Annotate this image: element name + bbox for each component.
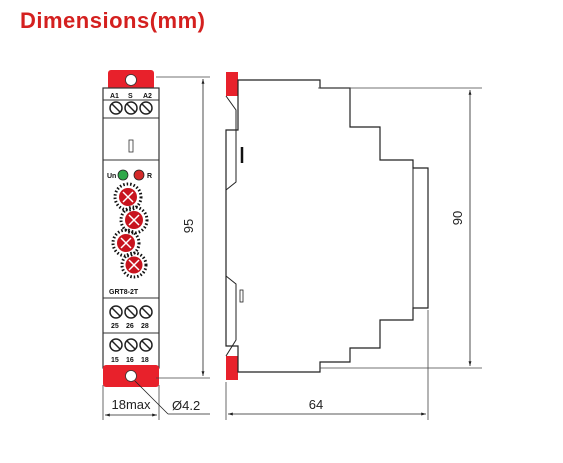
top-mount-hole — [125, 74, 137, 86]
side-top-clip — [226, 72, 238, 96]
knob-2-icon — [119, 205, 149, 235]
knob-1-icon — [113, 182, 143, 212]
terminal-label-a2: A2 — [143, 93, 152, 100]
dim-hole-label: Ø4.2 — [172, 398, 200, 413]
led-un-icon — [117, 169, 129, 181]
dim-hole: Ø4.2 — [134, 380, 210, 415]
dim-width-front: 18max — [102, 385, 160, 420]
terminal-label-16: 16 — [126, 357, 134, 364]
led-label-un: Un — [107, 173, 116, 180]
dim-depth-label: 64 — [309, 397, 323, 412]
led-r-icon — [133, 169, 145, 181]
bottom-mount-hole — [125, 370, 137, 382]
dim-height-side-label: 90 — [450, 211, 465, 225]
terminal-label-28: 28 — [141, 323, 149, 330]
dim-depth: 64 — [225, 310, 429, 420]
dim-width-front-label: 18max — [111, 397, 151, 412]
knob-4-icon — [120, 251, 148, 279]
terminal-label-s: S — [128, 93, 133, 100]
side-bottom-clip — [226, 356, 238, 380]
terminal-label-25: 25 — [111, 323, 119, 330]
side-view — [225, 72, 429, 380]
led-label-r: R — [147, 173, 152, 180]
terminal-label-18: 18 — [141, 357, 149, 364]
top-screws — [109, 101, 153, 115]
terminal-label-15: 15 — [111, 357, 119, 364]
bottom-screws — [109, 338, 153, 352]
dim-height-front-label: 95 — [181, 219, 196, 233]
model-label: GRT8-2T — [109, 289, 139, 296]
terminal-label-26: 26 — [126, 323, 134, 330]
page-title: Dimensions(mm) — [20, 8, 206, 33]
knob-3-icon — [111, 228, 141, 258]
terminal-label-a1: A1 — [110, 93, 119, 100]
dim-height-front: 95 — [156, 76, 210, 379]
dim-height-side: 90 — [318, 87, 482, 369]
middle-screws — [109, 305, 153, 319]
front-view: A1 S A2 Un R — [102, 70, 160, 387]
side-profile — [225, 79, 429, 373]
